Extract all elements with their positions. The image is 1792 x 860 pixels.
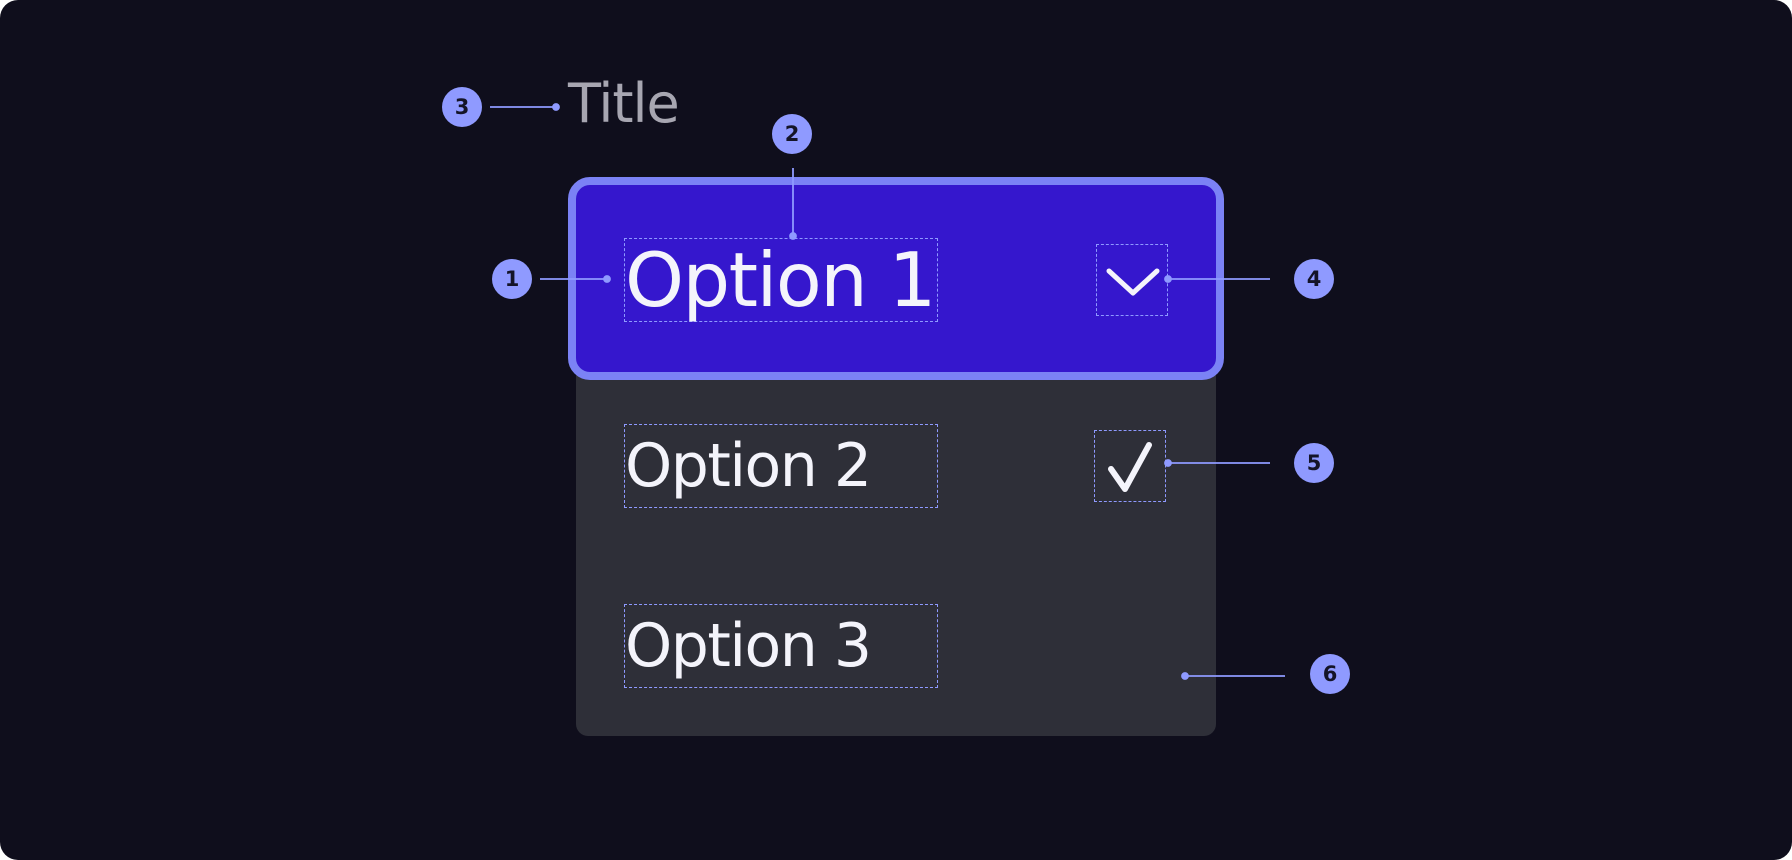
callout-5: 5 [1294, 443, 1334, 483]
option-2-label[interactable]: Option 2 [624, 424, 938, 508]
option-3-label[interactable]: Option 3 [624, 604, 938, 688]
dropdown-title: Title [568, 72, 680, 135]
callout-4: 4 [1294, 259, 1334, 299]
callout-1: 1 [492, 259, 532, 299]
option-1-label[interactable]: Option 1 [624, 236, 938, 324]
callout-6: 6 [1310, 654, 1350, 694]
checkmark-icon [1094, 430, 1166, 502]
callout-3: 3 [442, 87, 482, 127]
callout-2: 2 [772, 114, 812, 154]
